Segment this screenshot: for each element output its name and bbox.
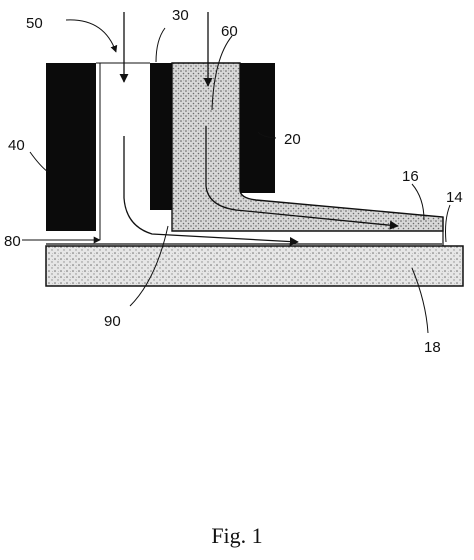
coating-fluid-region [171, 62, 444, 232]
flow-arrow-gap [123, 136, 299, 247]
leader-30 [155, 27, 166, 63]
ref-label-50: 50 [26, 15, 43, 32]
leader-14 [445, 204, 451, 243]
leader-40 [29, 151, 49, 173]
ref-label-60: 60 [221, 23, 238, 40]
figure-caption: Fig. 1 [211, 523, 263, 548]
ref-label-90: 90 [104, 313, 121, 330]
flow-arrow-coating [205, 126, 399, 230]
leader-20 [257, 131, 277, 139]
leader-16 [411, 183, 425, 221]
die-plate-30 [150, 63, 172, 210]
leader-60 [211, 35, 233, 111]
ref-label-40: 40 [8, 137, 25, 154]
ref-label-14: 14 [446, 189, 463, 206]
ref-label-30: 30 [172, 7, 189, 24]
leader-50 [65, 19, 118, 53]
ref-label-18: 18 [424, 339, 441, 356]
substrate-18 [45, 245, 464, 287]
ref-label-20: 20 [284, 131, 301, 148]
ref-label-80: 80 [4, 233, 21, 250]
ref-label-16: 16 [402, 168, 419, 185]
die-block-20 [240, 63, 275, 193]
die-block-40 [46, 63, 96, 231]
leader-18 [411, 267, 429, 334]
leader-90 [129, 225, 169, 307]
